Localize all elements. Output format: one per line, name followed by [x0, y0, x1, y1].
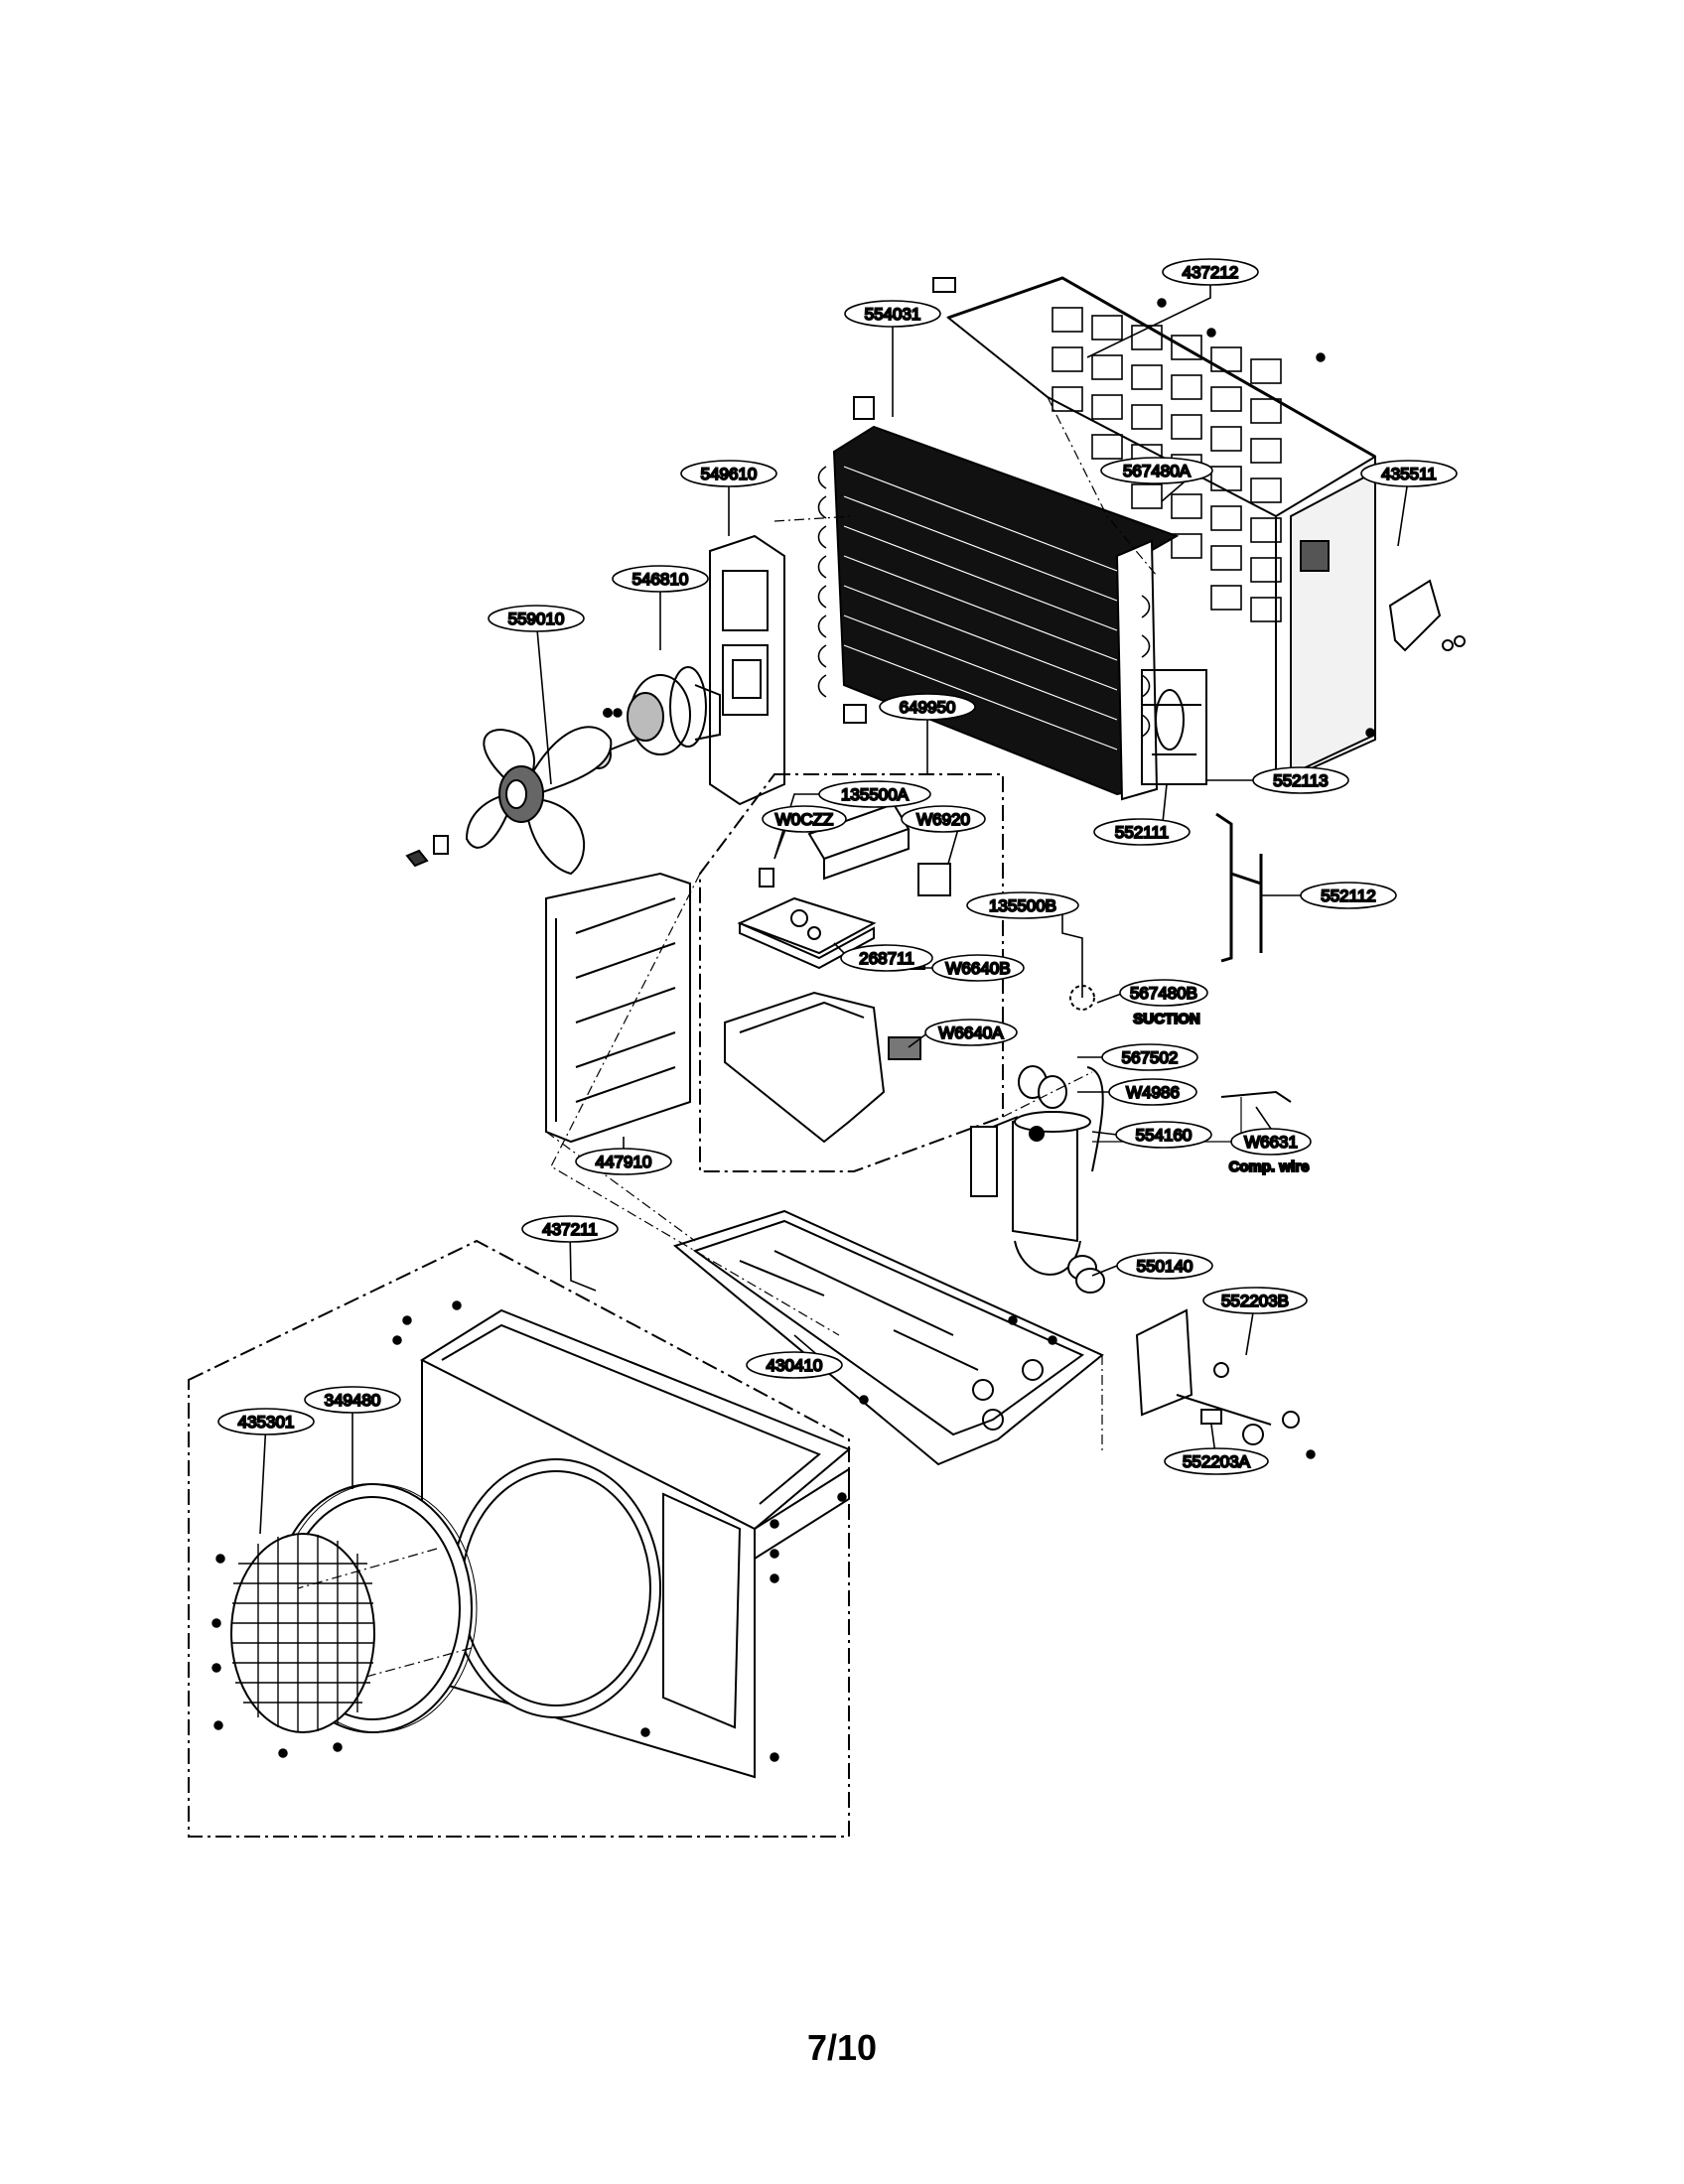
- propeller-fan-drawing: [405, 726, 613, 876]
- svg-text:135500B: 135500B: [989, 896, 1056, 915]
- svg-text:W6640B: W6640B: [945, 959, 1010, 978]
- label-W6640B: W6640B: [931, 954, 1025, 982]
- svg-text:349480: 349480: [325, 1391, 381, 1410]
- valve-piping-drawing: [1141, 669, 1207, 785]
- label-552111: 552111: [1093, 818, 1191, 846]
- label-567480B: 567480B: [1119, 979, 1208, 1007]
- label-559010: 559010: [488, 605, 585, 632]
- label-135500A: 135500A: [818, 780, 931, 808]
- svg-text:W0CZZ: W0CZZ: [775, 810, 834, 829]
- label-552113: 552113: [1252, 766, 1349, 794]
- control-box-case-drawing: [724, 952, 925, 1144]
- svg-text:W6640A: W6640A: [938, 1024, 1004, 1042]
- front-panel-boundary: [188, 1239, 850, 1838]
- svg-text:550140: 550140: [1137, 1257, 1193, 1276]
- svg-text:552111: 552111: [1115, 823, 1169, 842]
- svg-text:567480B: 567480B: [1130, 984, 1197, 1003]
- label-437211: 437211: [521, 1215, 619, 1243]
- label-546810: 546810: [612, 565, 709, 593]
- base-pan-drawing: [672, 1209, 1104, 1466]
- label-W4986: W4986: [1108, 1078, 1197, 1106]
- side-cover-drawing: [1388, 579, 1466, 652]
- front-panel-drawing: [419, 1308, 851, 1779]
- label-W6640A: W6640A: [924, 1019, 1018, 1046]
- svg-text:435301: 435301: [238, 1413, 295, 1432]
- label-552203A: 552203A: [1164, 1447, 1269, 1475]
- label-567480A: 567480A: [1100, 457, 1213, 484]
- label-649950: 649950: [879, 693, 976, 721]
- svg-text:437212: 437212: [1183, 263, 1239, 282]
- label-430410: 430410: [746, 1351, 843, 1379]
- compressor-drawing: [970, 985, 1105, 1294]
- svg-text:W6631: W6631: [1244, 1133, 1298, 1152]
- label-W6631: W6631: [1230, 1128, 1312, 1156]
- svg-text:435511: 435511: [1381, 465, 1436, 483]
- svg-text:430410: 430410: [767, 1356, 823, 1375]
- svg-text:437211: 437211: [542, 1220, 597, 1239]
- rear-cabinet-drawing: [945, 276, 1376, 786]
- svg-text:559010: 559010: [508, 610, 565, 628]
- svg-text:447910: 447910: [596, 1153, 652, 1171]
- svg-text:549610: 549610: [701, 465, 758, 483]
- svg-text:Comp. wire: Comp. wire: [1229, 1159, 1310, 1175]
- label-552203B: 552203B: [1202, 1287, 1308, 1314]
- label-268711: 268711: [840, 944, 933, 972]
- control-box-lid-drawing: [545, 872, 691, 1144]
- svg-text:135500A: 135500A: [841, 785, 910, 804]
- svg-text:552203A: 552203A: [1183, 1452, 1251, 1471]
- svg-text:552112: 552112: [1321, 887, 1375, 905]
- motor-bracket-drawing: [709, 534, 785, 806]
- label-554031: 554031: [844, 300, 941, 328]
- note-comp-wire: Comp. wire: [1228, 1158, 1311, 1176]
- label-437212: 437212: [1162, 258, 1259, 286]
- svg-text:SUCTION: SUCTION: [1133, 1011, 1200, 1027]
- label-435301: 435301: [217, 1408, 315, 1435]
- svg-text:554160: 554160: [1136, 1126, 1193, 1145]
- label-435511: 435511: [1360, 460, 1458, 487]
- svg-text:567480A: 567480A: [1123, 462, 1192, 480]
- svg-text:649950: 649950: [900, 698, 956, 717]
- label-554160: 554160: [1115, 1121, 1212, 1149]
- service-valves-drawing: [1135, 1308, 1300, 1445]
- svg-text:546810: 546810: [632, 570, 689, 589]
- label-135500B: 135500B: [966, 891, 1079, 919]
- label-447910: 447910: [575, 1148, 672, 1175]
- connecting-pipe-drawing: [1215, 812, 1263, 963]
- label-552112: 552112: [1300, 882, 1397, 909]
- svg-text:W4986: W4986: [1126, 1083, 1180, 1102]
- label-W6920: W6920: [901, 805, 986, 833]
- label-567502: 567502: [1101, 1043, 1198, 1071]
- screws-drawing: [211, 298, 1375, 1762]
- label-W0CZZ: W0CZZ: [762, 805, 847, 833]
- control-pcb-drawing: [737, 802, 951, 970]
- label-349480: 349480: [304, 1386, 401, 1414]
- svg-text:552113: 552113: [1273, 771, 1328, 790]
- note-suction: SUCTION: [1132, 1010, 1201, 1028]
- svg-text:567502: 567502: [1122, 1048, 1179, 1067]
- alignment-lines: [297, 396, 1158, 1679]
- svg-text:268711: 268711: [859, 949, 913, 968]
- label-549610: 549610: [680, 460, 777, 487]
- svg-text:552203B: 552203B: [1221, 1292, 1289, 1310]
- front-grille-drawing: [230, 1533, 375, 1733]
- svg-text:W6920: W6920: [916, 810, 970, 829]
- svg-text:554031: 554031: [865, 305, 921, 324]
- label-550140: 550140: [1116, 1252, 1213, 1280]
- page-number: 7/10: [806, 2027, 878, 2068]
